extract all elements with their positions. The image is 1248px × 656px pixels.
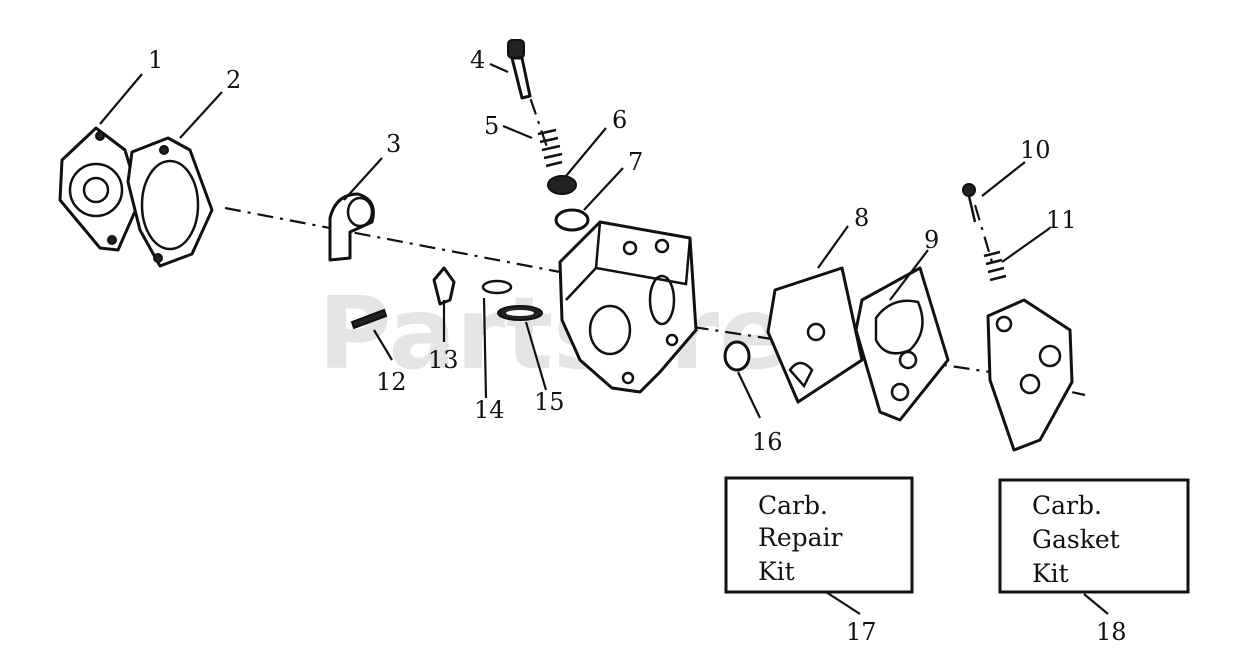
- part-7-washer: [554, 208, 590, 232]
- gasket-kit-box: Carb. Gasket Kit: [998, 478, 1190, 594]
- part-11-spring: [983, 250, 1007, 282]
- callout-13: 13: [428, 346, 459, 374]
- repair-kit-box: Carb. Repair Kit: [724, 476, 914, 594]
- callout-14: 14: [474, 396, 505, 424]
- callout-2: 2: [226, 66, 241, 94]
- part-5-spring: [537, 128, 563, 168]
- callout-16: 16: [752, 428, 783, 456]
- callout-1: 1: [148, 46, 163, 74]
- callout-7: 7: [628, 148, 643, 176]
- part-9-diaphragm: [854, 266, 950, 422]
- callout-18: 18: [1096, 618, 1127, 646]
- carburetor-body: [558, 220, 698, 394]
- callout-8: 8: [854, 204, 869, 232]
- gasket-kit-line-3: Kit: [1032, 559, 1069, 588]
- metering-cover: [986, 298, 1074, 452]
- gasket-kit-line-2: Gasket: [1032, 525, 1120, 554]
- callout-3: 3: [386, 130, 401, 158]
- part-4-screw: [507, 39, 532, 100]
- gasket-kit-line-1: Carb.: [1032, 491, 1102, 520]
- part-1-pump-cover: [58, 126, 142, 252]
- part-8-metering-gasket: [766, 266, 864, 404]
- callout-17: 17: [846, 618, 877, 646]
- callout-5: 5: [484, 112, 499, 140]
- callout-numbers: 1 2 3 4 5 6 7 8 9 10 11 12 13 14 15 16 1…: [148, 46, 1127, 646]
- part-2-pump-gasket: [126, 136, 214, 268]
- part-6-seal: [547, 175, 577, 195]
- repair-kit-line-1: Carb.: [758, 491, 828, 520]
- repair-kit-line-2: Repair: [758, 523, 843, 552]
- callout-4: 4: [470, 46, 485, 74]
- part-12-pin: [350, 308, 388, 330]
- part-10-needle: [962, 183, 977, 223]
- part-15-seal-ring: [497, 305, 543, 321]
- callout-15: 15: [534, 388, 565, 416]
- callout-6: 6: [612, 106, 627, 134]
- leader-lines: [99, 62, 1109, 615]
- callout-12: 12: [376, 368, 407, 396]
- repair-kit-line-3: Kit: [758, 557, 795, 586]
- part-14-o-ring: [481, 279, 513, 295]
- callout-11: 11: [1046, 206, 1077, 234]
- callout-9: 9: [924, 226, 939, 254]
- part-16-plug: [723, 340, 751, 372]
- callout-10: 10: [1020, 136, 1051, 164]
- part-13-lever: [432, 266, 456, 306]
- part-3-inlet-fitting: [328, 192, 375, 262]
